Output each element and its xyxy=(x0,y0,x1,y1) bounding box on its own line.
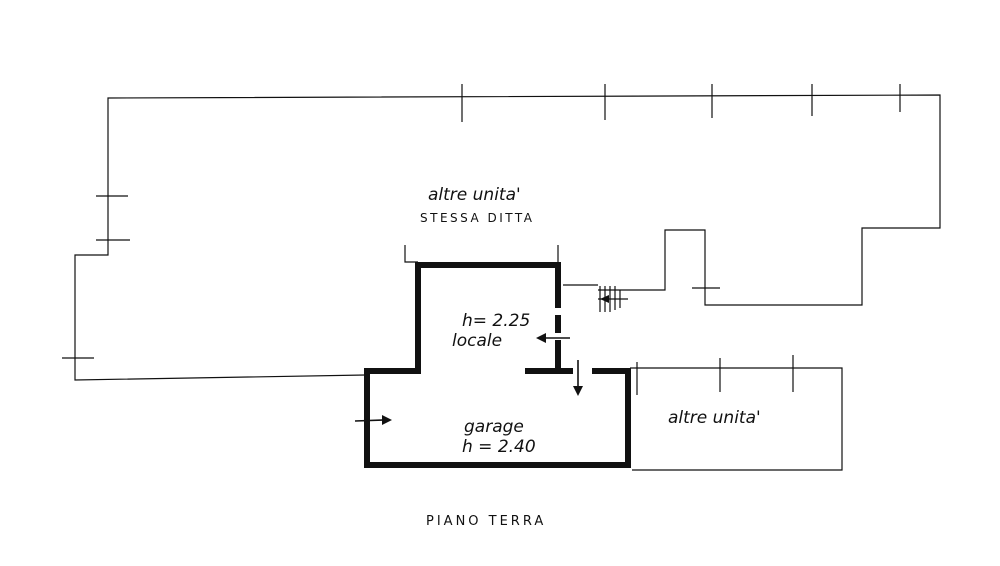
floor-title: PIANO TERRA xyxy=(426,514,546,529)
label-height-garage: h = 2.40 xyxy=(462,437,536,457)
label-same-company: STESSA DITTA xyxy=(420,211,535,225)
locale-exit-arrow xyxy=(536,333,570,343)
other-units-outline-right xyxy=(630,362,843,471)
label-room-garage: garage xyxy=(464,417,524,437)
label-room-locale: locale xyxy=(452,331,502,351)
label-height-locale: h= 2.25 xyxy=(462,311,530,331)
label-other-units-right: altre unita' xyxy=(668,408,761,428)
garage-entry-arrow xyxy=(354,415,392,425)
label-other-units-top: altre unita' xyxy=(428,185,521,205)
stair-down-arrow xyxy=(573,360,583,396)
unit-walls xyxy=(364,262,631,468)
other-units-outline-top xyxy=(74,94,941,381)
stairs-symbol xyxy=(598,286,628,312)
partition-ticks xyxy=(62,84,901,392)
